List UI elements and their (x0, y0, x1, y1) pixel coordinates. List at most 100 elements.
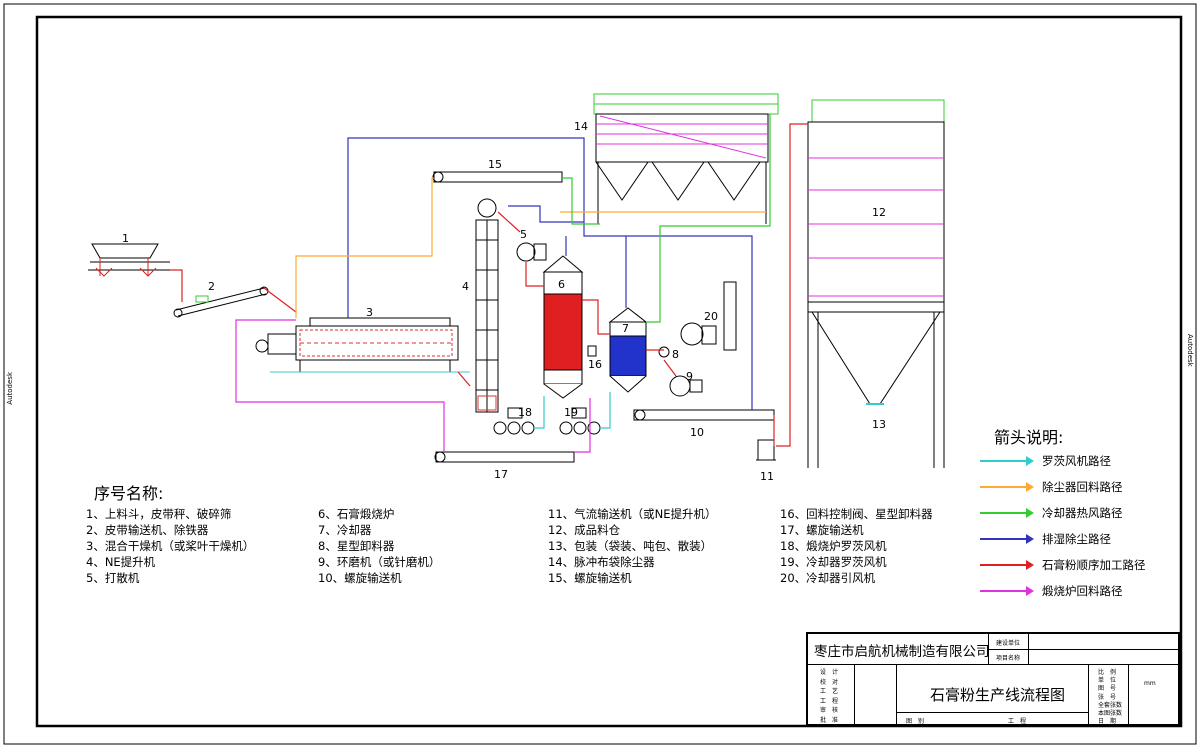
mill-9 (669, 375, 703, 397)
inner-border (35, 15, 1183, 728)
legend-row: 冷却器热风路径 (980, 505, 1180, 523)
project-name-label: 项目名称 (996, 655, 1021, 662)
title-block-right-row: 全套张数 (1098, 701, 1123, 709)
list-column-2: 6、石膏煅烧炉 7、冷却器 8、星型卸料器 9、环磨机（或针磨机） 10、螺旋输… (318, 506, 440, 586)
title-block-left-row: 校 对 (820, 678, 839, 686)
bottom-label-2: 工 程 (1008, 718, 1027, 725)
list-item: 19、冷却器罗茨风机 (780, 555, 887, 569)
number-11: 11 (760, 470, 774, 483)
list-item: 18、煅烧炉罗茨风机 (780, 539, 887, 553)
screw-conveyor-17 (434, 451, 575, 463)
drawing-title: 石膏粉生产线流程图 (930, 686, 1066, 704)
arrow-icon (1026, 508, 1034, 518)
list-item: 11、气流输送机（或NE提升机） (548, 507, 717, 521)
cyan-roots-path (534, 392, 611, 429)
number-10: 10 (690, 426, 704, 439)
legend-row: 煅烧炉回料路径 (980, 583, 1180, 601)
legend-row: 除尘器回料路径 (980, 479, 1180, 497)
arrow-icon (1026, 456, 1034, 466)
title-block-left-row: 工 程 (820, 697, 839, 705)
legend-label: 煅烧炉回料路径 (1042, 584, 1123, 598)
legend-swatch (980, 538, 1032, 540)
legend-label: 石膏粉顺序加工路径 (1042, 558, 1146, 572)
arrow-icon (1026, 482, 1034, 492)
outer-border (3, 3, 1197, 745)
number-7: 7 (622, 322, 629, 335)
list-item: 16、回料控制阀、星型卸料器 (780, 507, 933, 521)
equipment-number-labels: 1 2 3 4 5 6 7 8 9 10 11 12 13 14 15 16 1… (122, 120, 886, 483)
calciner-6 (542, 255, 584, 399)
legend-label: 罗茨风机路径 (1042, 454, 1111, 468)
list-item: 9、环磨机（或针磨机） (318, 555, 441, 569)
title-block-left-row: 审 核 (820, 707, 839, 714)
build-unit-label: 建设单位 (996, 640, 1021, 647)
legend-title: 箭头说明: (994, 428, 1064, 447)
list-item: 2、皮带输送机、除铁器 (86, 523, 209, 537)
orange-return-path (295, 177, 766, 318)
list-item: 4、NE提升机 (86, 555, 156, 569)
arrow-icon (1026, 586, 1034, 596)
screw-conveyor-15 (432, 171, 563, 183)
list-item: 8、星型卸料器 (318, 539, 395, 553)
disperser-5 (516, 242, 547, 262)
title-block-right-row: 本图张数 (1098, 710, 1123, 717)
company-name: 枣庄市启航机械制造有限公司 (814, 644, 990, 660)
title-block-left-row: 批 准 (820, 716, 839, 724)
green-hot-air-path (562, 114, 771, 323)
list-column-1: 1、上料斗，皮带秤、破碎筛 2、皮带输送机、除铁器 3、混合干燥机（或桨叶干燥机… (86, 506, 254, 586)
silo-12 (807, 99, 945, 468)
number-8: 8 (672, 348, 679, 361)
bag-filter-14 (593, 93, 779, 224)
blue-dust-path (347, 137, 753, 410)
star-valve-8 (587, 345, 670, 358)
number-4: 4 (462, 280, 469, 293)
bottom-label-1: 图 别 (906, 718, 925, 725)
legend-row: 排湿除尘路径 (980, 531, 1180, 549)
number-6: 6 (558, 278, 565, 291)
cooler-7 (608, 307, 648, 393)
title-block-left-row: 设 计 (820, 669, 839, 676)
legend-swatch (980, 512, 1032, 514)
number-14: 14 (574, 120, 588, 133)
number-16: 16 (588, 358, 602, 371)
red-process-path (170, 123, 808, 447)
number-2: 2 (208, 280, 215, 293)
list-title: 序号名称: (94, 484, 164, 503)
number-3: 3 (366, 306, 373, 319)
list-item: 12、成品料仓 (548, 523, 621, 537)
legend-swatch (980, 564, 1032, 566)
number-12: 12 (872, 206, 886, 219)
number-18: 18 (518, 406, 532, 419)
magenta-return-path (235, 319, 591, 453)
number-20: 20 (704, 310, 718, 323)
bucket-elevator-4 (475, 198, 499, 413)
list-item: 15、螺旋输送机 (548, 571, 632, 585)
number-13: 13 (872, 418, 886, 431)
list-item: 20、冷却器引风机 (780, 571, 876, 585)
number-15: 15 (488, 158, 502, 171)
airflow-conveyor-11 (756, 439, 776, 461)
legend-swatch (980, 486, 1032, 488)
list-column-4: 16、回料控制阀、星型卸料器 17、螺旋输送机 18、煅烧炉罗茨风机 19、冷却… (780, 506, 933, 586)
arrow-icon (1026, 560, 1034, 570)
side-label-left: Autodesk (6, 372, 14, 405)
legend-swatch (980, 590, 1032, 592)
list-item: 7、冷却器 (318, 523, 372, 537)
number-19: 19 (564, 406, 578, 419)
title-block-right-row: 日 期 (1098, 718, 1117, 726)
title-block-right-row: 图 号 (1098, 685, 1117, 693)
legend-swatch (980, 460, 1032, 462)
dryer-3 (255, 317, 470, 373)
screw-conveyor-10 (633, 409, 775, 421)
legend-label: 冷却器热风路径 (1042, 506, 1123, 520)
side-label-right: Autodesk (1186, 334, 1194, 367)
number-17: 17 (494, 468, 508, 481)
legend-row: 石膏粉顺序加工路径 (980, 557, 1180, 575)
list-item: 17、螺旋输送机 (780, 523, 864, 537)
number-5: 5 (520, 228, 527, 241)
list-item: 5、打散机 (86, 571, 140, 585)
title-block: 枣庄市启航机械制造有限公司 建设单位 项目名称 设 计校 对工 艺工 程审 核批… (806, 632, 1180, 726)
list-item: 6、石膏煅烧炉 (318, 507, 395, 521)
list-item: 10、螺旋输送机 (318, 571, 402, 585)
